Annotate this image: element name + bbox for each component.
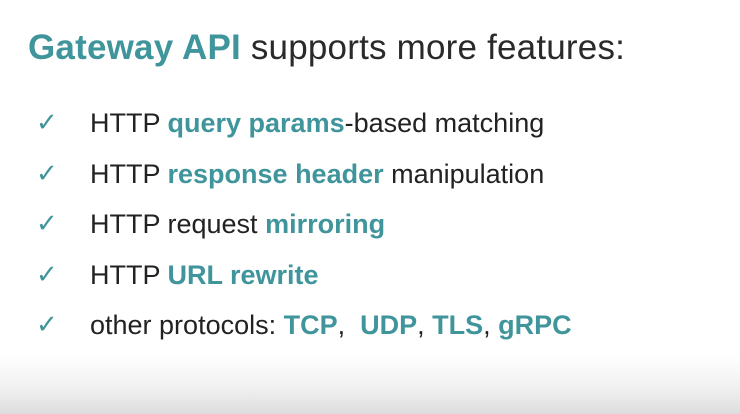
list-item-text: HTTP response header manipulation	[90, 154, 544, 194]
highlighted-term: TCP	[283, 310, 338, 341]
highlighted-term: TLS	[432, 310, 484, 341]
list-item: ✓ HTTP response header manipulation	[36, 149, 716, 200]
checkmark-icon: ✓	[36, 259, 58, 290]
item-text-segment: other protocols:	[90, 310, 284, 341]
highlighted-term: URL rewrite	[167, 259, 319, 290]
bottom-shadow	[0, 356, 740, 414]
highlighted-term: query params	[167, 108, 345, 139]
title-accent: Gateway API	[28, 28, 241, 67]
slide-title: Gateway API supports more features:	[28, 24, 625, 72]
highlighted-term: UDP	[360, 310, 418, 341]
checkmark-icon: ✓	[36, 108, 58, 139]
checkmark-icon: ✓	[36, 310, 58, 341]
item-text-segment: ,	[417, 310, 433, 341]
list-item: ✓ HTTP query params-based matching	[36, 98, 716, 149]
list-item-text: HTTP request mirroring	[90, 204, 385, 244]
list-item: ✓ HTTP request mirroring	[36, 199, 716, 250]
checkmark-icon: ✓	[36, 209, 58, 240]
item-text-segment: ,	[483, 310, 499, 341]
item-text-segment: HTTP request	[90, 209, 266, 240]
item-text-segment: -based matching	[344, 108, 545, 139]
item-text-segment: manipulation	[383, 158, 545, 189]
item-text-segment: HTTP	[90, 158, 168, 189]
list-item-text: HTTP query params-based matching	[90, 103, 544, 143]
list-item-text: other protocols: TCP, UDP, TLS, gRPC	[90, 305, 572, 345]
feature-list: ✓ HTTP query params-based matching ✓ HTTP r…	[36, 98, 716, 351]
item-text-segment: HTTP	[90, 259, 168, 290]
list-item: ✓ HTTP URL rewrite	[36, 250, 716, 301]
title-rest: supports more features:	[240, 28, 626, 67]
highlighted-term: mirroring	[265, 209, 386, 240]
highlighted-term: response header	[167, 158, 384, 189]
checkmark-icon: ✓	[36, 158, 58, 189]
list-item-text: HTTP URL rewrite	[90, 255, 319, 295]
item-text-segment: HTTP	[90, 108, 168, 139]
highlighted-term: gRPC	[498, 310, 572, 341]
item-text-segment: ,	[337, 310, 361, 341]
list-item: ✓ other protocols: TCP, UDP, TLS, gRPC	[36, 300, 716, 351]
